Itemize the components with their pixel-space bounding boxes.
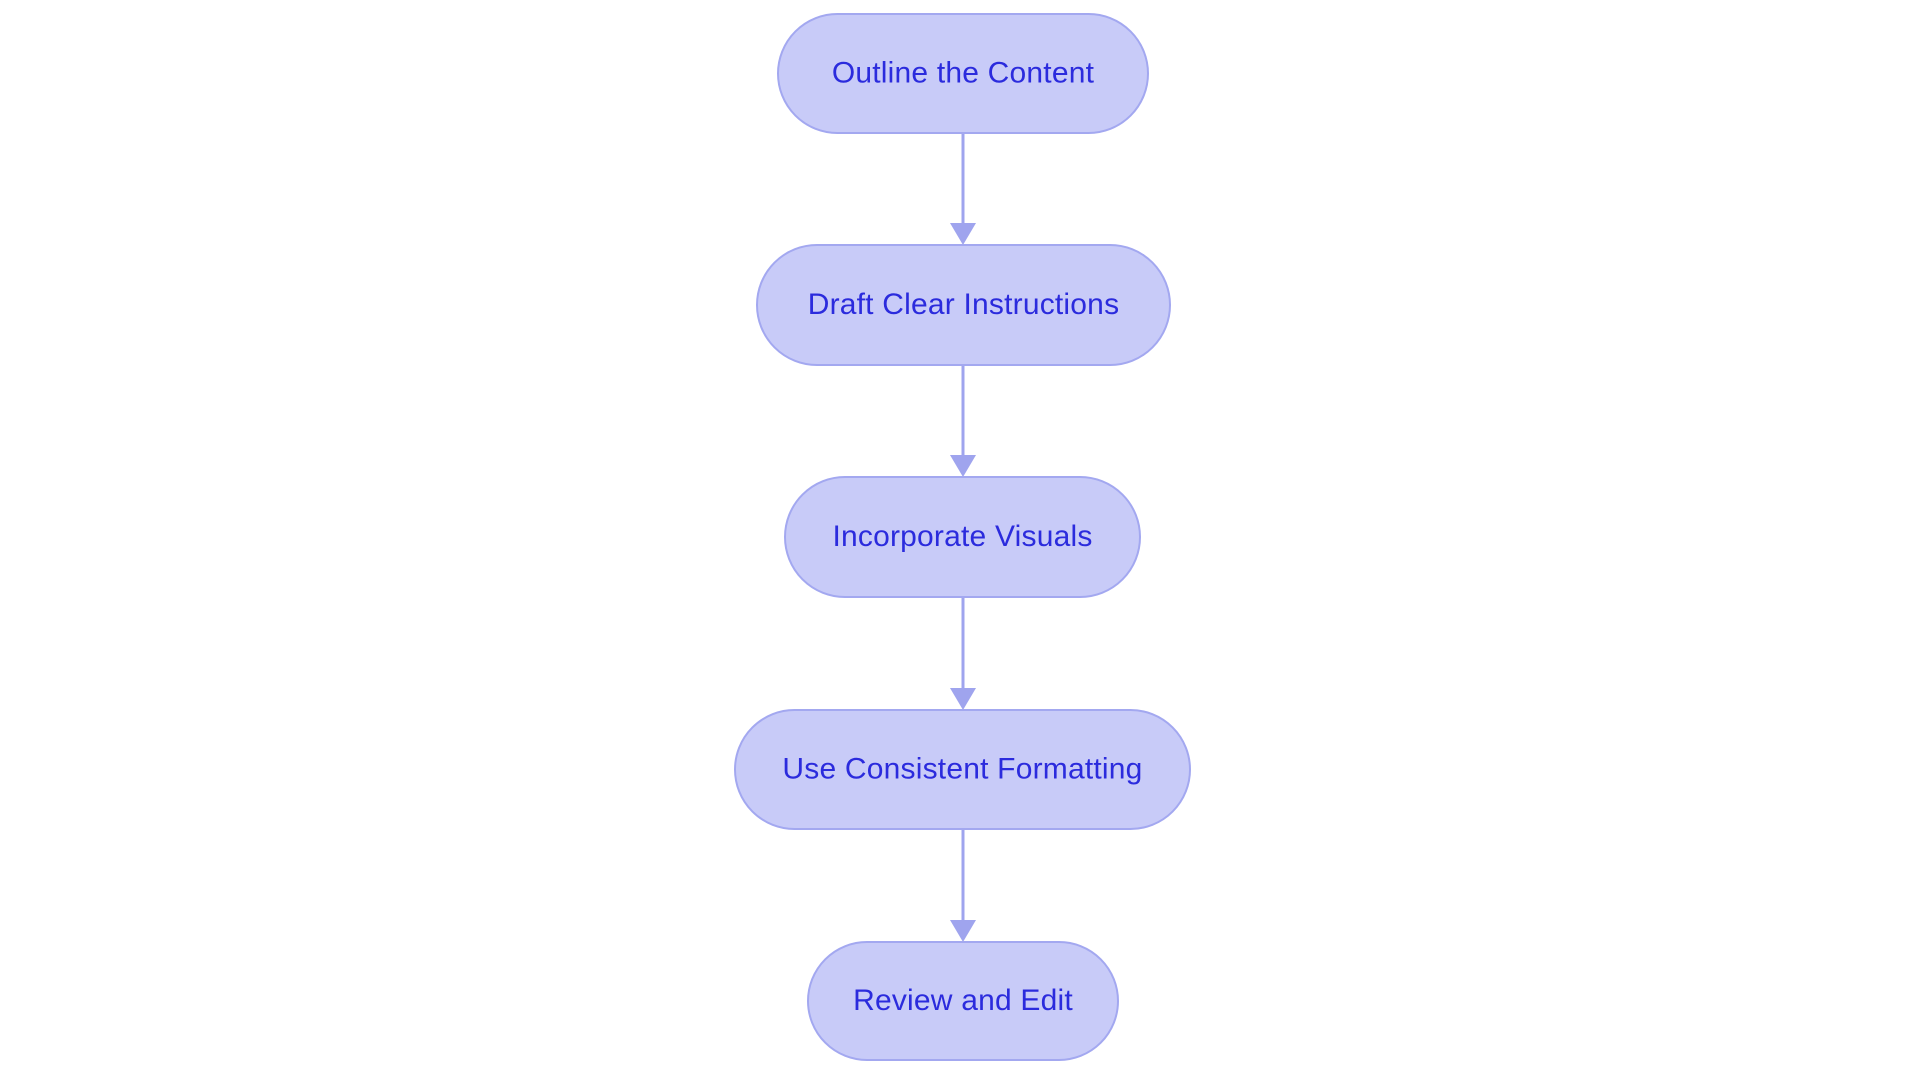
arrowhead-icon: [950, 223, 976, 245]
flow-edge: [950, 597, 976, 710]
flow-node[interactable]: Review and Edit: [807, 941, 1119, 1061]
flow-edge: [950, 829, 976, 942]
arrowhead-icon: [950, 455, 976, 477]
flow-node[interactable]: Incorporate Visuals: [784, 476, 1141, 598]
flow-edge: [950, 365, 976, 477]
arrowhead-icon: [950, 688, 976, 710]
flow-node[interactable]: Use Consistent Formatting: [734, 709, 1191, 830]
node-shape[interactable]: [777, 13, 1149, 134]
node-shape[interactable]: [756, 244, 1171, 366]
node-label: Review and Edit: [853, 984, 1073, 1017]
node-label: Draft Clear Instructions: [808, 288, 1120, 321]
flow-node[interactable]: Draft Clear Instructions: [756, 244, 1171, 366]
node-label: Use Consistent Formatting: [782, 752, 1142, 785]
flow-edge: [950, 133, 976, 245]
node-label: Incorporate Visuals: [832, 520, 1092, 553]
node-shape[interactable]: [807, 941, 1119, 1061]
node-shape[interactable]: [784, 476, 1141, 598]
arrowhead-icon: [950, 920, 976, 942]
node-label: Outline the Content: [832, 56, 1095, 89]
flow-node[interactable]: Outline the Content: [777, 13, 1149, 134]
edges-layer: [950, 133, 976, 942]
node-shape[interactable]: [734, 709, 1191, 830]
